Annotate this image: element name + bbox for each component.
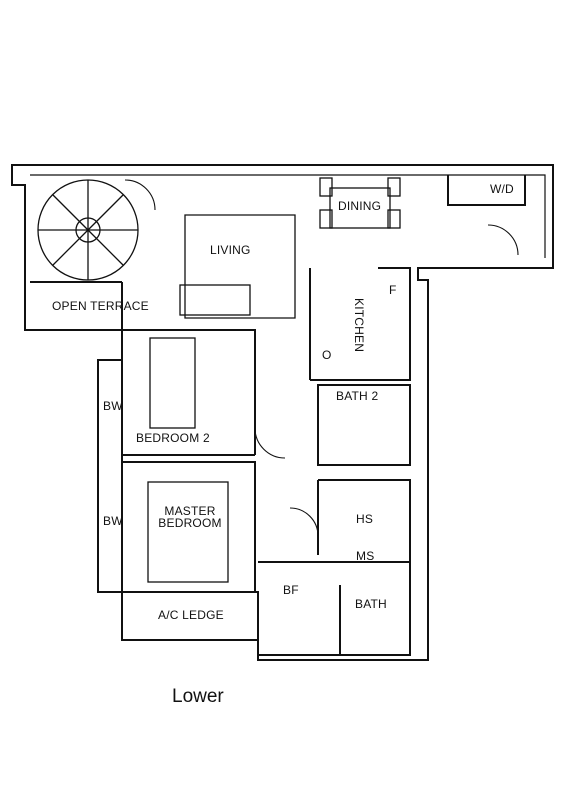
sofa [179,284,251,316]
bath2-wall [317,384,411,466]
dining-table [319,177,401,229]
bed-bedroom2 [149,337,196,429]
floor-caption: Lower [172,686,224,707]
bath-wall [258,561,411,656]
kitchen-label: KITCHEN [352,298,366,353]
living-box [184,214,296,319]
bath2-label: BATH 2 [336,389,379,403]
bw-lower-label: BW [103,514,123,528]
kitchen-wall [309,267,411,381]
ms-label: MS [356,549,375,563]
hs-wall [317,479,411,572]
hs-label: HS [356,512,374,526]
bedroom2-label: BEDROOM 2 [136,431,210,445]
o-label: O [322,348,332,362]
f-label: F [389,283,397,297]
master-bedroom-label: MASTER BEDROOM [158,504,222,530]
outer-wall [11,164,554,661]
bw-upper-label: BW [103,399,123,413]
bf-label: BF [283,583,299,597]
spiral-stair [37,179,139,281]
dining-label: DINING [338,199,382,213]
ac-ledge-wall [122,591,259,640]
bed-master [147,481,229,583]
doors [124,179,519,537]
outer-wall-inner [30,174,546,258]
terrace-wall [30,281,123,330]
living-label: LIVING [210,243,251,257]
ac-ledge-label: A/C LEDGE [158,608,224,622]
wd-label: W/D [490,182,514,196]
open-terrace-label: OPEN TERRACE [52,299,149,313]
bath-label: BATH [355,597,387,611]
wd-wall [447,175,526,206]
